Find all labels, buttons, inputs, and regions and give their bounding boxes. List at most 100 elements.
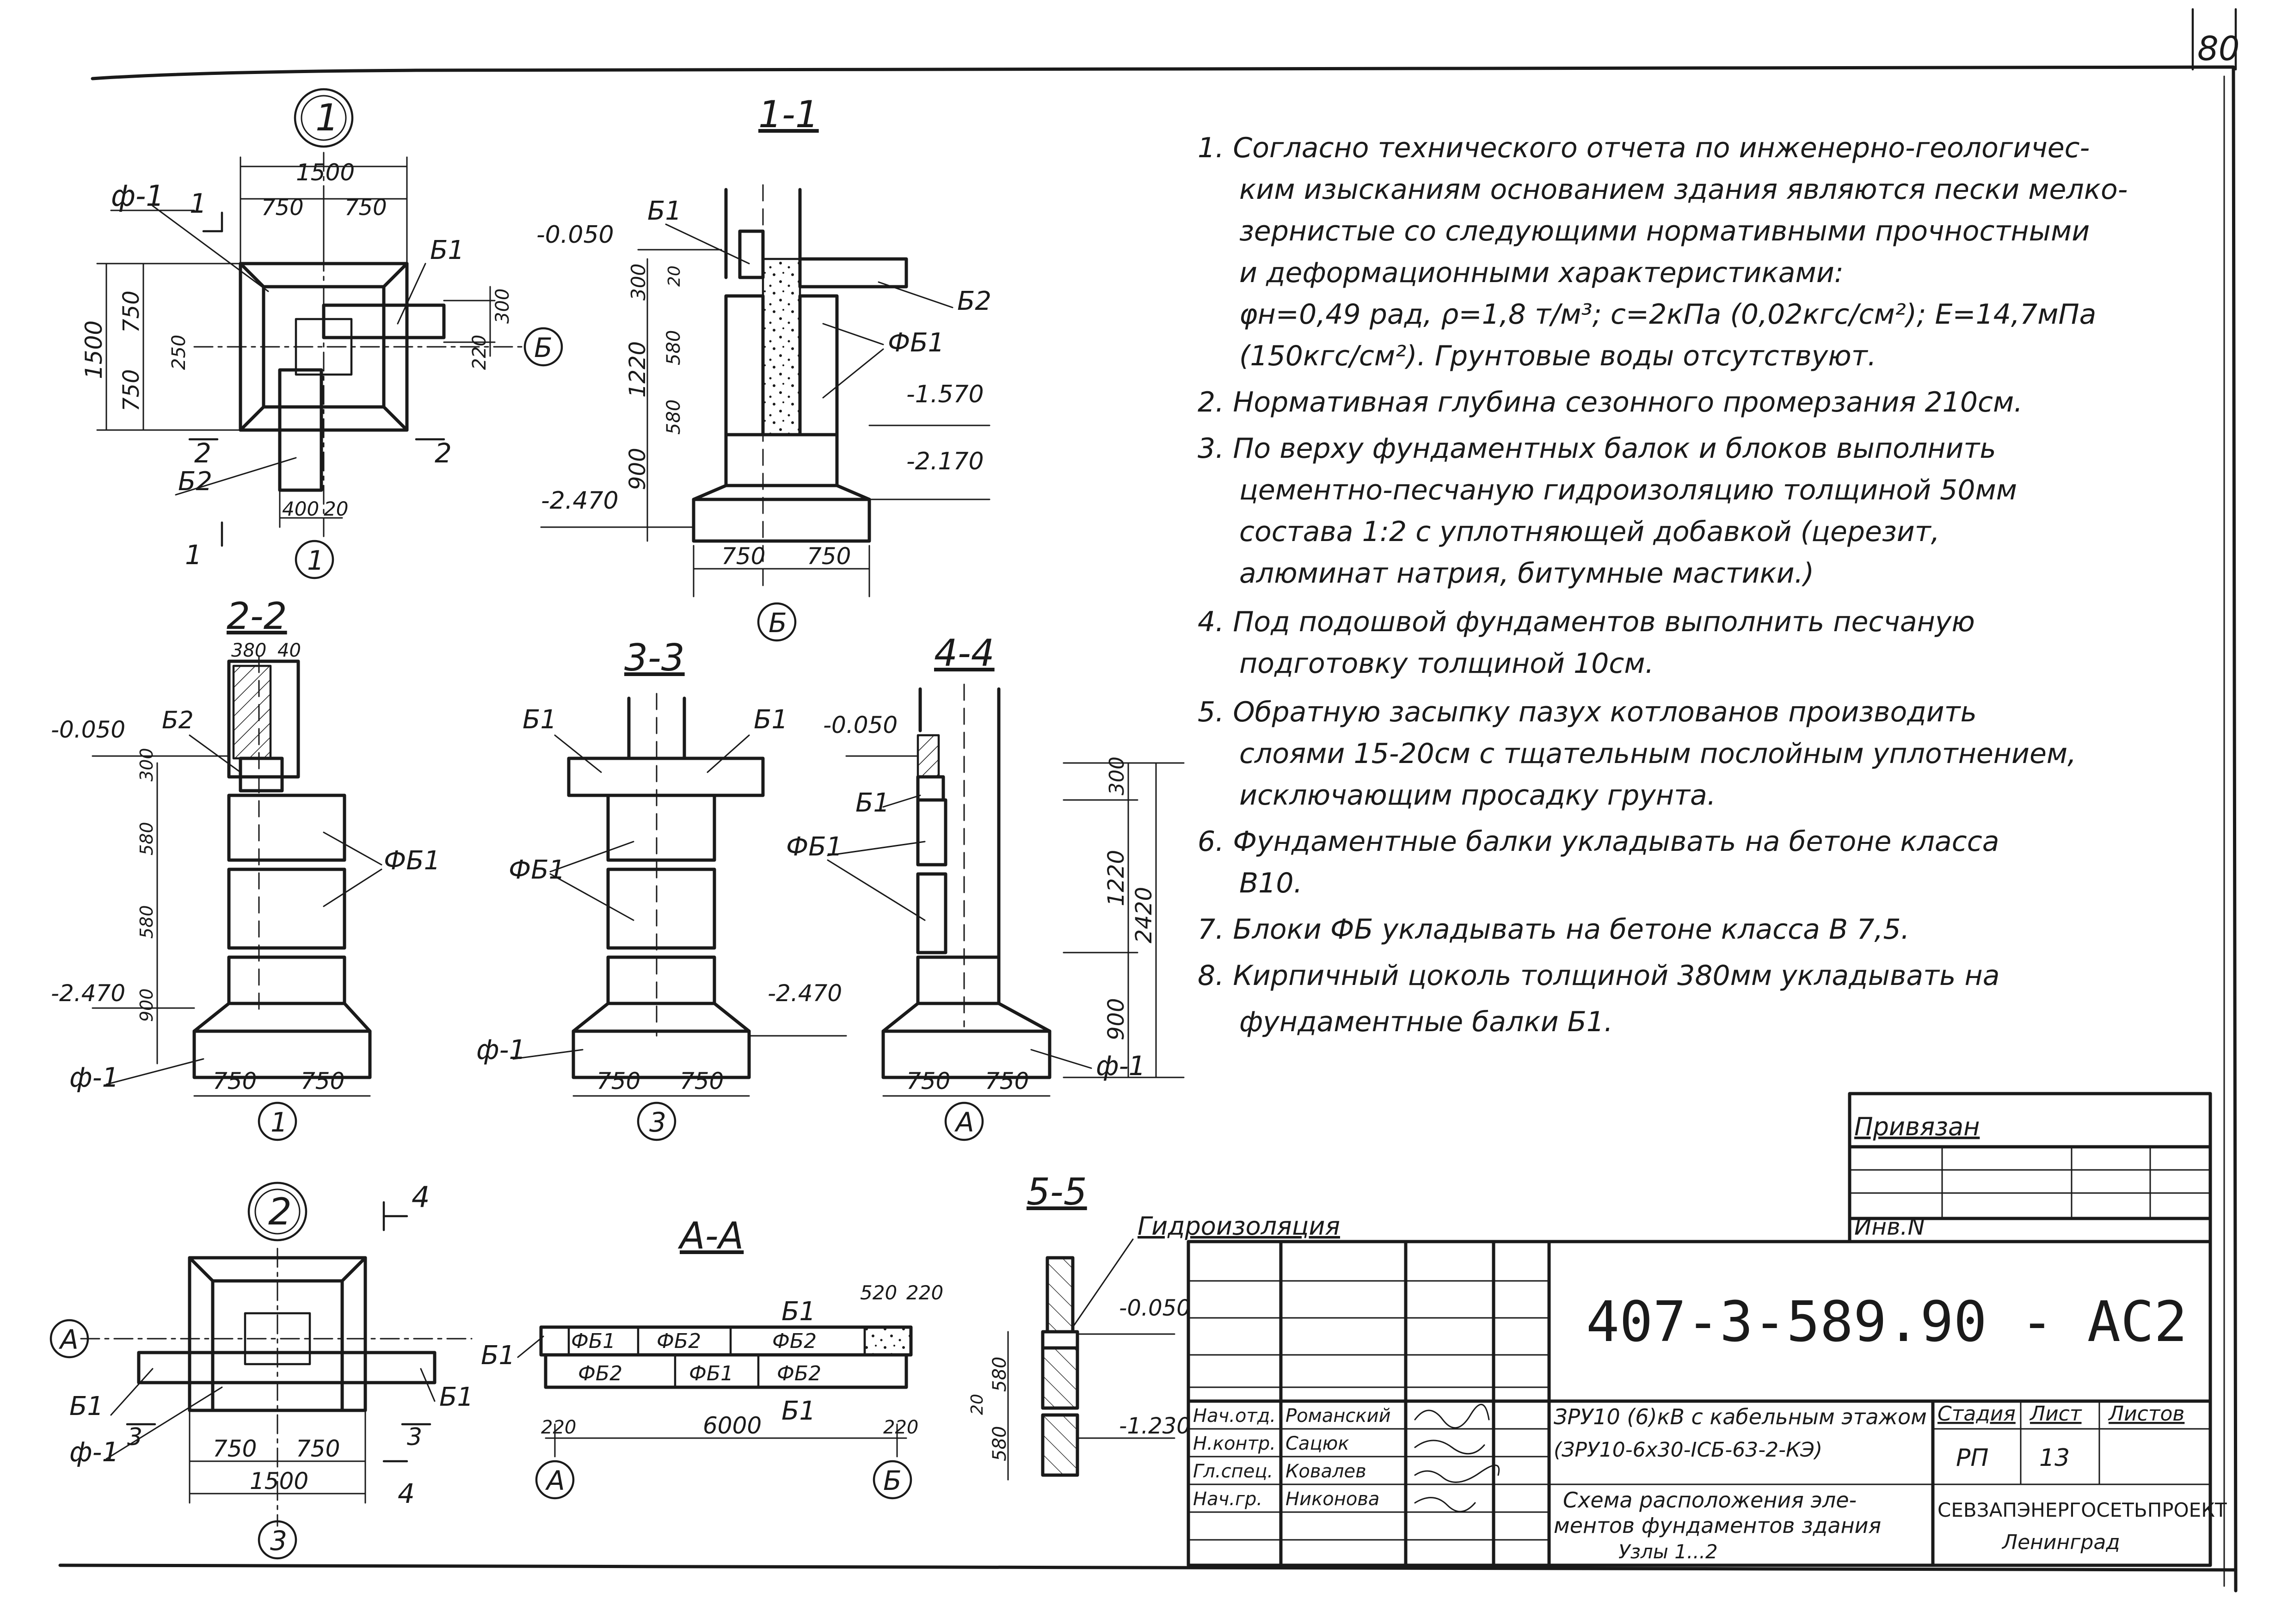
s22-d750b: 750 (301, 1068, 344, 1095)
note-line: и деформационными характеристиками: (1239, 257, 1844, 289)
stamp-object-title: ЗРУ10 (6)кВ с кабельным этажом (1554, 1404, 1927, 1429)
s22-el1: -0.050 (51, 716, 125, 743)
note-line: подготовку толщиной 10см. (1239, 647, 1654, 680)
n2-b1-left: Б1 (69, 1391, 104, 1421)
stamp-sheet-title-2: ментов фундаментов здания (1554, 1513, 1881, 1538)
stamp-sheet-title-3: Узлы 1...2 (1618, 1540, 1718, 1563)
s22-d900: 900 (136, 988, 157, 1022)
aa-block-b1: ФБ2 (578, 1362, 622, 1385)
aa-title: А-А (677, 1214, 744, 1257)
aa-axis-b: Б (883, 1465, 902, 1496)
n1-d750a: 750 (261, 195, 304, 221)
note-line: (150кгс/см²). Грунтовые воды отсутствуют… (1239, 340, 1876, 372)
n2-sec3-left: 3 (127, 1423, 142, 1451)
stamp-role-2: Н.контр. (1193, 1433, 1276, 1454)
s44-b1: Б1 (855, 788, 890, 818)
n1-d300: 300 (492, 289, 513, 324)
stamp-sheet-header: Лист (2029, 1402, 2082, 1426)
s44-fb: ФБ1 (786, 832, 843, 862)
s11-b2: Б2 (957, 286, 991, 316)
note-line: 3. По верху фундаментных балок и блоков … (1198, 432, 1996, 465)
s22-axis: 1 (271, 1107, 288, 1138)
stamp-stage: РП (1956, 1444, 1988, 1472)
n2-sec3-right: 3 (407, 1423, 422, 1451)
node-2-marker: 2 (268, 1190, 292, 1233)
aa-block-b2: ФБ1 (689, 1362, 733, 1385)
n2-f1: ф-1 (69, 1436, 119, 1468)
n1-sec1-bot: 1 (185, 539, 202, 571)
s22-d40: 40 (277, 640, 301, 661)
s22-d380: 380 (231, 640, 266, 661)
aa-b1-bot: Б1 (781, 1396, 816, 1426)
stamp-code: 407-3-589.90 - АС2 (1586, 1290, 2187, 1354)
aa-d220-right: 220 (883, 1417, 918, 1438)
node-1-marker: 1 (315, 96, 339, 139)
s22-fb: ФБ1 (384, 846, 440, 876)
s11-d1220: 1220 (625, 341, 651, 398)
note-line: ким изысканиям основанием здания являютс… (1239, 173, 2128, 206)
n1-sec2-left: 2 (194, 437, 211, 469)
stamp-stage-header: Стадия (1937, 1402, 2016, 1426)
aa-d520: 520 (860, 1281, 897, 1304)
s22-d300: 300 (136, 748, 157, 781)
s44-d1220: 1220 (1103, 850, 1129, 906)
note-line: фундаментные балки Б1. (1239, 1006, 1613, 1038)
s44-d300: 300 (1105, 757, 1129, 795)
s11-fb: ФБ1 (888, 328, 944, 358)
stamp-name-3: Ковалев (1285, 1461, 1366, 1482)
note-line: цементно-песчаную гидроизоляцию толщиной… (1239, 474, 2017, 506)
s22-el2: -2.470 (51, 980, 125, 1007)
note-line: состава 1:2 с уплотняющей добавкой (цере… (1239, 516, 1940, 548)
aa-block-t2: ФБ2 (657, 1329, 701, 1353)
note-line: зернистые со следующими нормативными про… (1239, 215, 2090, 247)
s11-el3: -2.170 (906, 448, 984, 475)
s55-label: Гидроизоляция (1138, 1212, 1340, 1241)
s11-axis: Б (769, 607, 787, 639)
aa-d220: 220 (906, 1281, 943, 1304)
stamp-city: Ленинград (2001, 1531, 2120, 1554)
s44-d750a: 750 (906, 1068, 950, 1095)
stamp-name-4: Никонова (1285, 1489, 1379, 1510)
s33-b1-right: Б1 (754, 705, 788, 735)
s55-d580a: 580 (989, 1357, 1010, 1392)
note-line: 8. Кирпичный цоколь толщиной 380мм уклад… (1198, 960, 2000, 992)
sheet-frame (58, 8, 2238, 1593)
s11-d900: 900 (625, 448, 651, 490)
s33-d750b: 750 (680, 1068, 724, 1095)
section-3-3: 3-3 Б1 Б1 ФБ1 ф-1 -2.470 750 750 3 (476, 636, 847, 1141)
n1-d750v2: 750 (118, 369, 144, 412)
note-line: 6. Фундаментные балки укладывать на бето… (1198, 825, 1999, 858)
s22-d580b: 580 (136, 905, 157, 939)
s33-b1-left: Б1 (523, 705, 557, 735)
s11-b1: Б1 (647, 196, 682, 226)
section-5-5: 5-5 Гидроизоляция -0.050 -1.230 580 580 … (968, 1170, 1340, 1481)
s33-title: 3-3 (624, 636, 685, 679)
stamp-name-2: Сацюк (1285, 1433, 1349, 1454)
s44-f1: ф-1 (1096, 1050, 1145, 1082)
stamp-sheet: 13 (2039, 1444, 2070, 1472)
n1-d1500: 1500 (296, 159, 355, 186)
aa-d6000: 6000 (703, 1412, 762, 1439)
s22-d750a: 750 (213, 1068, 257, 1095)
s55-el2: -1.230 (1119, 1413, 1191, 1439)
n1-d1500v: 1500 (80, 320, 107, 379)
notes: 1. Согласно технического отчета по инжен… (1198, 132, 2128, 1038)
s11-d20: 20 (665, 265, 684, 287)
s11-el4: -2.470 (541, 487, 619, 515)
aa-b1-top: Б1 (781, 1297, 816, 1327)
note-line: алюминат натрия, битумные мастики.) (1239, 557, 1814, 590)
n2-b1-right: Б1 (439, 1382, 474, 1412)
sheet-number: 80 (2197, 29, 2240, 68)
s11-d750a: 750 (721, 543, 765, 570)
s33-axis: 3 (649, 1107, 666, 1138)
n2-d750b: 750 (296, 1435, 340, 1462)
aa-axis-a: А (545, 1465, 565, 1496)
stamp-sheet-title-1: Схема расположения эле- (1563, 1488, 1857, 1513)
s33-f1: ф-1 (476, 1034, 526, 1065)
n1-d400: 400 (282, 498, 319, 520)
s44-d750b: 750 (985, 1068, 1029, 1095)
s11-d580b: 580 (663, 400, 684, 435)
n1-d220: 220 (469, 335, 490, 370)
s22-f1: ф-1 (69, 1062, 119, 1093)
